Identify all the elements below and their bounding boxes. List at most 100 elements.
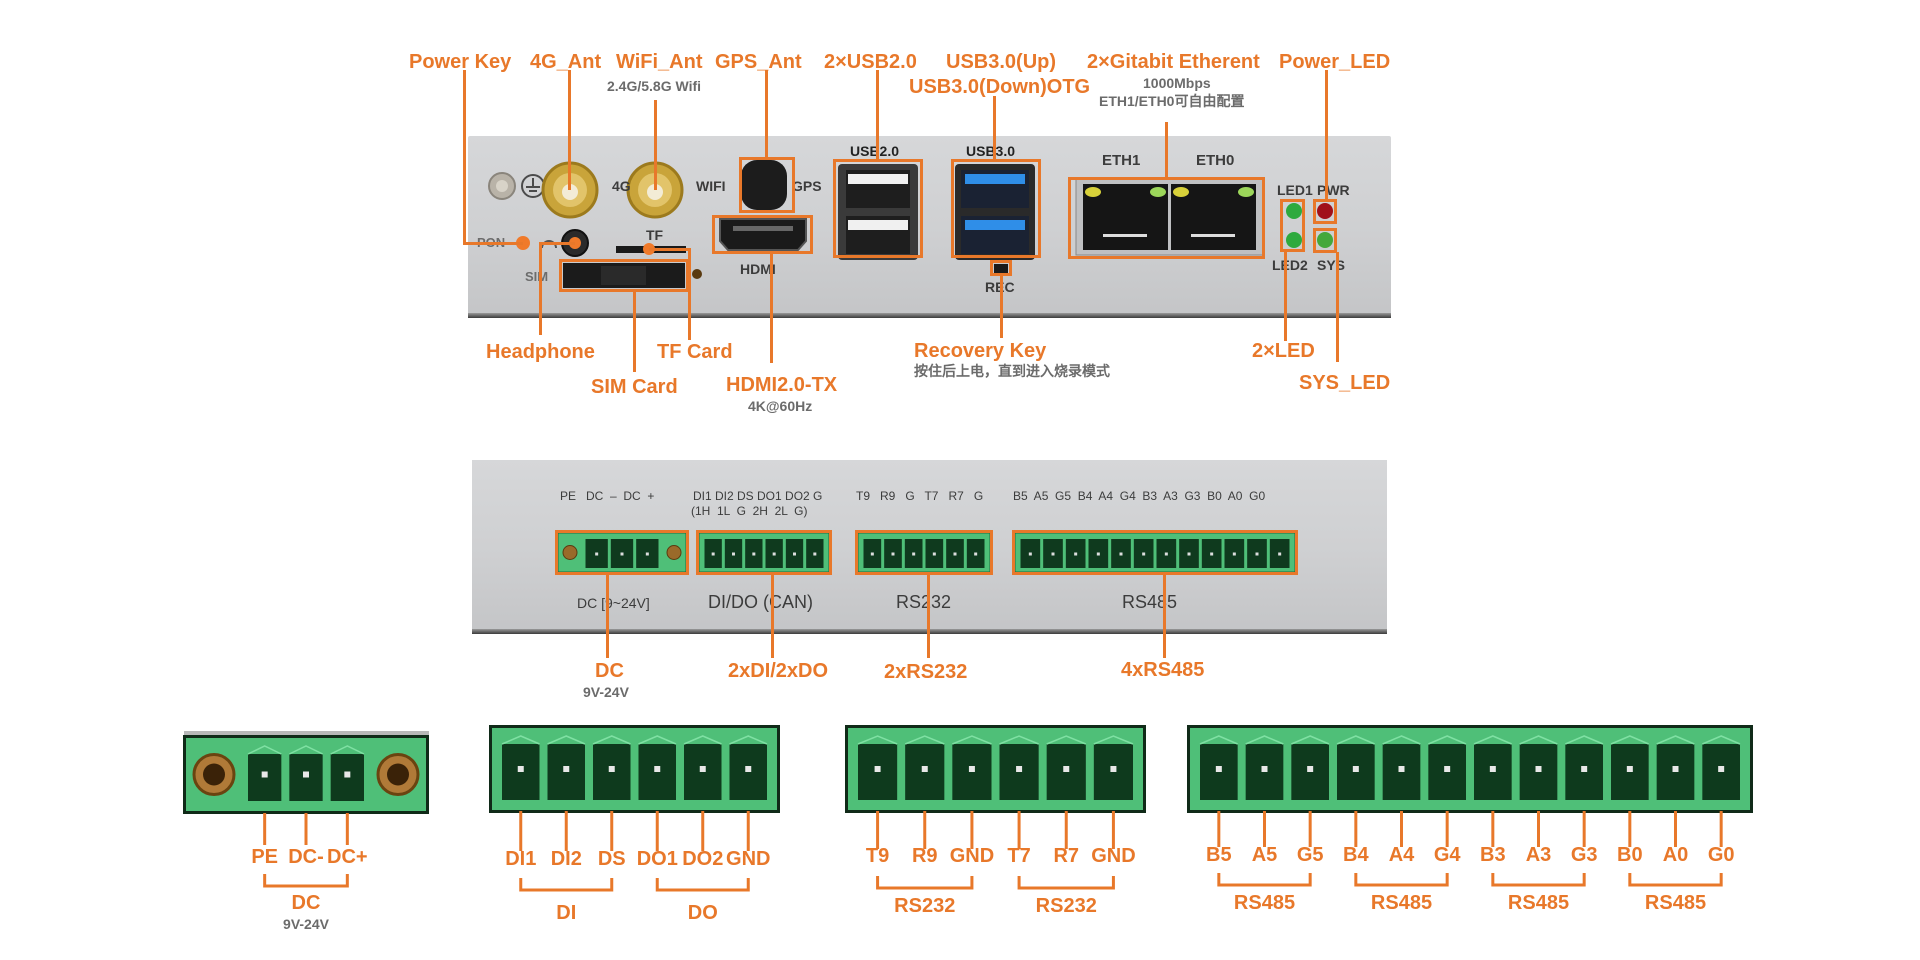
leader-rec xyxy=(1000,276,1003,338)
rear-silk-rs232-label: RS232 xyxy=(896,592,952,612)
silk-tf: TF xyxy=(646,227,664,243)
pin-label: T7 xyxy=(1007,845,1030,867)
recovery-button-icon xyxy=(994,264,1008,274)
pin-label: G0 xyxy=(1708,844,1735,866)
callout-tf-card: TF Card xyxy=(657,341,733,363)
pin-label: G4 xyxy=(1434,844,1462,866)
callout-gps-ant: GPS_Ant xyxy=(715,51,802,73)
pin-label: T9 xyxy=(866,845,889,867)
rear-silk-dc-label: DC [9~24V] xyxy=(577,595,650,611)
rear-rs485-highlight xyxy=(1012,530,1298,575)
leader-wifi xyxy=(654,100,657,190)
group-bracket xyxy=(519,878,614,892)
callout-rear-dc: DC xyxy=(595,660,624,682)
ethernet-ports-icon xyxy=(1075,178,1265,256)
group-label: RS485 xyxy=(1234,892,1295,914)
silk-4g: 4G xyxy=(612,178,631,194)
callout-rear-dido: 2xDI/2xDO xyxy=(728,660,829,682)
group-bracket xyxy=(1628,873,1723,887)
usb3-highlight xyxy=(951,159,1041,258)
pin-label: B5 xyxy=(1206,844,1232,866)
pin-label: GND xyxy=(950,845,994,867)
callout-recovery-key: Recovery Key xyxy=(914,340,1047,362)
leader-4g xyxy=(568,70,571,190)
rear-dido-terminal xyxy=(698,532,830,573)
group-label: RS232 xyxy=(894,895,955,917)
silk-led1: LED1 xyxy=(1277,182,1313,198)
pwr-led-icon xyxy=(1317,203,1333,219)
ground-screw-icon xyxy=(488,172,516,200)
detail-rs232-connector xyxy=(845,725,1146,813)
callout-rear-rs232: 2xRS232 xyxy=(884,661,968,683)
group-bracket xyxy=(1491,873,1586,887)
leader-power-led xyxy=(1325,70,1328,200)
leader-hdmi xyxy=(770,253,773,363)
rear-silk-dc-pins: PE DC – DC + xyxy=(560,489,655,503)
hdmi-highlight xyxy=(712,215,813,254)
pin-label: G5 xyxy=(1297,844,1324,866)
rec-highlight xyxy=(990,260,1012,276)
group-label: RS485 xyxy=(1645,892,1706,914)
callout-power-led: Power_LED xyxy=(1279,51,1391,73)
callout-recovery-sub: 按住后上电，直到进入烧录模式 xyxy=(914,363,1110,379)
group-label: DI xyxy=(556,902,576,924)
leader-tf-h xyxy=(649,248,690,251)
pin-label: GND xyxy=(726,848,770,870)
ethernet-highlight xyxy=(1068,177,1265,259)
pin-label: A4 xyxy=(1389,844,1415,866)
pin-label: G3 xyxy=(1571,844,1598,866)
leader-power-key-h xyxy=(463,242,523,245)
pin-label: B4 xyxy=(1343,844,1369,866)
group-label: RS485 xyxy=(1508,892,1569,914)
headphone-jack-icon xyxy=(541,229,589,257)
callout-wifi-sub: 2.4G/5.8G Wifi xyxy=(607,78,702,94)
pin-label: R7 xyxy=(1053,845,1079,867)
callout-hdmi-tx: HDMI2.0-TX xyxy=(726,374,838,396)
rear-silk-rs485-pins: B5 A5 G5 B4 A4 G4 B3 A3 G3 B0 A0 G0 xyxy=(1013,489,1266,503)
silk-eth0: ETH0 xyxy=(1196,152,1235,169)
pin-label: GND xyxy=(1091,845,1135,867)
pin-label: DI1 xyxy=(505,848,536,870)
callout-rear-dc-sub: 9V-24V xyxy=(583,684,629,700)
led1-icon xyxy=(1286,203,1302,219)
rear-silk-dido-bottom: (1H 1L G 2H 2L G) xyxy=(691,504,808,518)
leader-2led xyxy=(1284,251,1287,341)
pin-label: R9 xyxy=(912,845,938,867)
callout-ethernet-sub1: 1000Mbps xyxy=(1143,75,1211,91)
pin-label: B0 xyxy=(1617,844,1643,866)
wifi-antenna-connector-icon xyxy=(626,161,684,219)
pin-label: DS xyxy=(598,848,626,870)
leader-power-key xyxy=(463,70,466,244)
detail-dido-connector xyxy=(489,725,780,813)
pwr-highlight xyxy=(1313,199,1337,224)
rear-dc-highlight xyxy=(555,530,689,575)
usb2-ports-icon xyxy=(838,164,918,260)
pin-label: DO1 xyxy=(637,848,678,870)
group-bracket xyxy=(876,876,974,890)
detail-rs485-connector xyxy=(1187,725,1753,813)
group-bracket xyxy=(1017,876,1115,890)
sys-highlight xyxy=(1313,228,1337,253)
silk-usb2: USB2.0 xyxy=(850,143,900,159)
pin-label: PE xyxy=(251,846,278,868)
callout-4g-ant: 4G_Ant xyxy=(530,51,602,73)
pin-label: B3 xyxy=(1480,844,1506,866)
pin-label: DO2 xyxy=(682,848,723,870)
rear-silk-rs232-pins: T9 R9 G T7 R7 G xyxy=(856,489,984,503)
silk-eth1: ETH1 xyxy=(1102,152,1141,169)
4g-antenna-connector-icon xyxy=(541,161,599,219)
callout-usb3-down: USB3.0(Down)OTG xyxy=(909,76,1091,98)
front-panel-edge xyxy=(468,313,1391,318)
sys-led-icon xyxy=(1317,232,1333,248)
callout-sys-led: SYS_LED xyxy=(1299,372,1391,394)
callout-power-key: Power Key xyxy=(409,51,512,73)
leader-rear-dc xyxy=(606,574,609,658)
usb3-ports-icon xyxy=(955,164,1035,260)
leader-sim xyxy=(633,290,636,372)
rear-rs485-terminal xyxy=(1014,532,1296,573)
rear-silk-dido-top: DI1 DI2 DS DO1 DO2 G xyxy=(693,489,823,503)
leader-rear-rs485 xyxy=(1163,574,1166,658)
detail-dc-connector xyxy=(183,735,429,814)
